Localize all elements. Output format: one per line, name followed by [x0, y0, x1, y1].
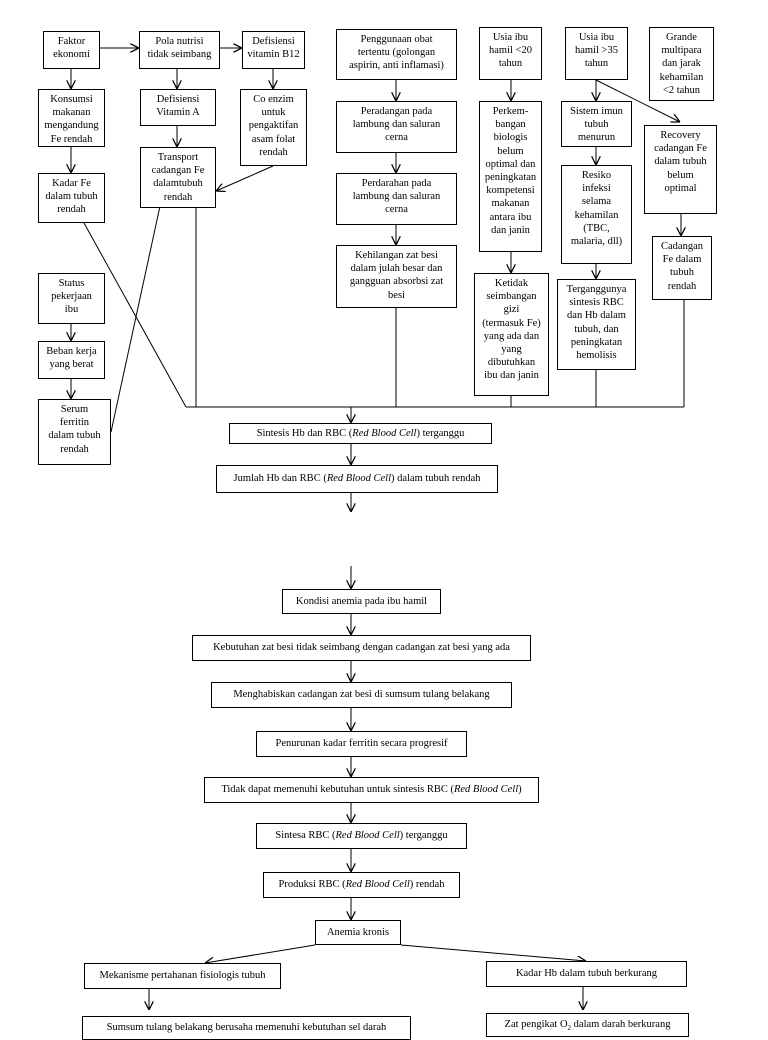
box-sintesa-rbc: Sintesa RBC (Red Blood Cell) terganggu — [256, 823, 467, 849]
text-part: Produksi RBC ( — [278, 879, 346, 891]
box-text: Jumlah Hb dan RBC (Red Blood Cell) dalam… — [233, 472, 480, 485]
text-part: Sintesa RBC ( — [275, 830, 336, 842]
arrow-usia35-to-recovery — [595, 79, 680, 122]
box-kebutuhan-zat-besi: Kebutuhan zat besi tidak seimbang dengan… — [192, 635, 531, 661]
box-grande-multipara: Grande multipara dan jarak kehamilan <2 … — [649, 27, 714, 101]
text-part: ) terganggu — [399, 830, 448, 842]
box-peradangan: Peradangan pada lambung dan saluran cern… — [336, 101, 457, 153]
text-italic: Red Blood Cell — [326, 473, 391, 485]
box-kadar-fe: Kadar Fe dalam tubuh rendah — [38, 173, 105, 223]
box-recovery-cadangan: Recovery cadangan Fe dalam tubuh belum o… — [644, 125, 717, 214]
box-sumsum-tulang: Sumsum tulang belakang berusaha memenuhi… — [82, 1016, 411, 1040]
arrow-anemia-to-mekanisme — [205, 944, 316, 963]
box-cadangan-fe-rendah: Cadangan Fe dalam tubuh rendah — [652, 236, 712, 300]
text-part: ) terganggu — [416, 427, 465, 439]
box-defisiensi-vit-a: Defisiensi Vitamin A — [140, 89, 216, 126]
box-kehilangan-zat-besi: Kehilangan zat besi dalam julah besar da… — [336, 245, 457, 308]
box-faktor-ekonomi: Faktor ekonomi — [43, 31, 100, 69]
text-part: ) rendah — [409, 879, 445, 891]
box-text: Zat pengikat O2 dalam darah berkurang — [504, 1018, 671, 1032]
box-zat-pengikat: Zat pengikat O2 dalam darah berkurang — [486, 1013, 689, 1037]
box-resiko-infeksi: Resiko infeksi selama kehamilan (TBC, ma… — [561, 165, 632, 264]
box-produksi-rbc: Produksi RBC (Red Blood Cell) rendah — [263, 872, 460, 898]
text-part: Sintesis Hb dan RBC ( — [256, 427, 353, 439]
arrow-serum-to-transport — [110, 183, 165, 433]
box-konsumsi-makanan: Konsumsi makanan mengandung Fe rendah — [38, 89, 105, 147]
text-italic: Red Blood Cell — [352, 427, 417, 439]
box-pola-nutrisi: Pola nutrisi tidak seimbang — [139, 31, 220, 69]
box-perdarahan: Perdarahan pada lambung dan saluran cern… — [336, 173, 457, 225]
arrow-coenzim-to-transport — [216, 165, 274, 191]
box-kadar-hb-berkurang: Kadar Hb dalam tubuh berkurang — [486, 961, 687, 987]
text-part: ) dalam tubuh rendah — [390, 473, 481, 485]
box-text: Tidak dapat memenuhi kebutuhan untuk sin… — [221, 783, 521, 796]
box-penurunan-ferritin: Penurunan kadar ferritin secara progresi… — [256, 731, 467, 757]
text-part: ) — [518, 784, 522, 796]
box-ketidakseimbangan-gizi: Ketidak seimbangan gizi (termasuk Fe) ya… — [474, 273, 549, 396]
box-perkembangan-biologis: Perkem- bangan biologis belum optimal da… — [479, 101, 542, 252]
box-status-pekerjaan: Status pekerjaan ibu — [38, 273, 105, 324]
box-terganggunya-sintesis: Terganggunya sintesis RBC dan Hb dalam t… — [557, 279, 636, 370]
box-serum-ferritin: Serum ferritin dalam tubuh rendah — [38, 399, 111, 465]
box-text: Sintesis Hb dan RBC (Red Blood Cell) ter… — [257, 427, 465, 440]
box-tidak-memenuhi: Tidak dapat memenuhi kebutuhan untuk sin… — [204, 777, 539, 803]
box-co-enzim: Co enzim untuk pengaktifan asam folat re… — [240, 89, 307, 166]
box-sintesis-hb-rbc: Sintesis Hb dan RBC (Red Blood Cell) ter… — [229, 423, 492, 444]
box-transport-cadangan: Transport cadangan Fe dalamtubuh rendah — [140, 147, 216, 208]
text-part: Zat pengikat O — [504, 1019, 568, 1031]
box-text: Sintesa RBC (Red Blood Cell) terganggu — [275, 829, 447, 842]
box-usia-kurang-20: Usia ibu hamil <20 tahun — [479, 27, 542, 80]
box-jumlah-hb-rbc: Jumlah Hb dan RBC (Red Blood Cell) dalam… — [216, 465, 498, 493]
box-kondisi-anemia: Kondisi anemia pada ibu hamil — [282, 589, 441, 614]
text-italic: Red Blood Cell — [335, 830, 400, 842]
box-anemia-kronis: Anemia kronis — [315, 920, 401, 945]
text-italic: Red Blood Cell — [345, 879, 410, 891]
text-part: Jumlah Hb dan RBC ( — [233, 473, 327, 485]
text-part: Tidak dapat memenuhi kebutuhan untuk sin… — [221, 784, 454, 796]
box-text: Produksi RBC (Red Blood Cell) rendah — [279, 878, 445, 891]
box-menghabiskan-cadangan: Menghabiskan cadangan zat besi di sumsum… — [211, 682, 512, 708]
line-kadar-to-bus — [83, 222, 187, 408]
box-mekanisme-pertahanan: Mekanisme pertahanan fisiologis tubuh — [84, 963, 281, 989]
box-usia-lebih-35: Usia ibu hamil >35 tahun — [565, 27, 628, 80]
box-sistem-imun: Sistem imun tubuh menurun — [561, 101, 632, 147]
box-penggunaan-obat: Penggunaan obat tertentu (golongan aspir… — [336, 29, 457, 80]
text-part: dalam darah berkurang — [571, 1019, 671, 1031]
text-italic: Red Blood Cell — [453, 784, 519, 796]
box-defisiensi-b12: Defisiensi vitamin B12 — [242, 31, 305, 69]
arrow-anemia-to-kadarhb — [400, 944, 586, 961]
box-beban-kerja: Beban kerja yang berat — [38, 341, 105, 379]
